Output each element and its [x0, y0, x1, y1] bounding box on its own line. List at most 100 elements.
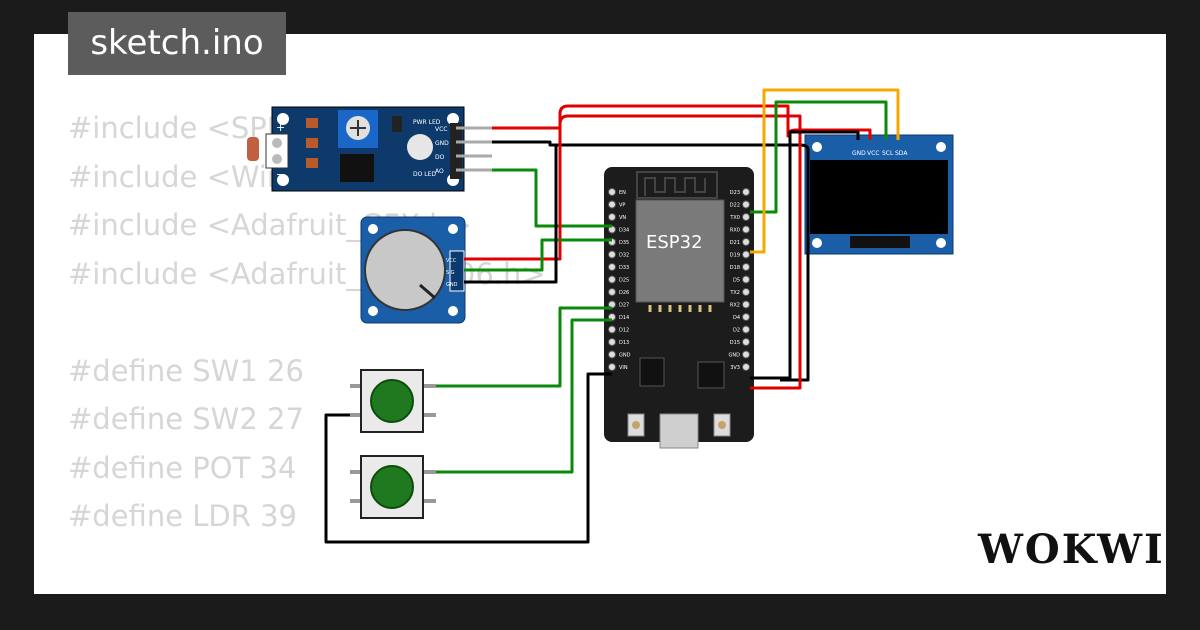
esp32-pin-label-d33: D33 — [619, 265, 629, 271]
esp32-pin-d15[interactable] — [742, 338, 750, 346]
esp32-pin-d19[interactable] — [742, 250, 750, 259]
ldr-header — [450, 123, 462, 179]
ldr-resistor — [306, 158, 318, 168]
trimmer-cross — [350, 120, 366, 136]
esp32-pin-d2[interactable] — [742, 325, 750, 334]
oled-pin-gnd: GND — [852, 150, 866, 157]
wokwi-logo: WOKWI — [978, 526, 1165, 573]
ldr-terminal-screw — [272, 154, 282, 164]
wire-sw1[interactable] — [436, 306, 612, 388]
esp32-pin-label-d12: D12 — [619, 328, 629, 334]
esp32-pin-vn[interactable] — [608, 213, 616, 221]
esp32-pin-tx2[interactable] — [742, 288, 750, 296]
esp32-pin-gnd[interactable] — [608, 350, 616, 359]
esp32-pin-en[interactable] — [608, 188, 616, 196]
esp32-pin-tx0[interactable] — [742, 213, 750, 221]
esp32-pin-label-d21: D21 — [730, 240, 740, 246]
esp32-pin-vp[interactable] — [608, 200, 616, 209]
esp32-pin-d33[interactable] — [608, 263, 616, 271]
en-button-cap — [718, 421, 726, 429]
esp32-pin-d12[interactable] — [608, 325, 616, 334]
ldr-mount-hole — [277, 174, 289, 186]
pot-knob-indicator — [419, 283, 436, 300]
oled-pin-vcc: VCC — [867, 150, 879, 157]
ldr-plus-label: + — [276, 121, 285, 134]
pot-pin-vcc: VCC — [446, 258, 457, 264]
esp32-pin-d4[interactable] — [742, 313, 750, 321]
esp32-board[interactable]: ESP32 ENVPVND34D35D32D33D25D26D27D14D12D… — [604, 167, 754, 449]
esp32-module-pads — [648, 305, 712, 312]
potentiometer-module[interactable]: VCC SIG GND — [360, 216, 466, 324]
ldr-minus-label: − — [276, 168, 285, 181]
esp32-pin-label-rx2: RX2 — [730, 303, 740, 309]
wires — [324, 88, 900, 544]
esp32-left-pin-header: ENVPVND34D35D32D33D25D26D27D14D12D13GNDV… — [608, 188, 631, 371]
oled-pin-scl: SCL — [882, 150, 894, 157]
ldr-resistor — [306, 138, 318, 148]
wire-ldr-vcc[interactable] — [492, 104, 872, 140]
esp32-pin-gnd[interactable] — [742, 350, 750, 359]
ldr-screw-terminal — [265, 133, 289, 169]
esp32-pin-d23[interactable] — [742, 188, 750, 196]
status-led — [407, 134, 433, 160]
esp32-pin-label-en: EN — [619, 190, 626, 196]
esp32-pin-d21[interactable] — [742, 238, 750, 246]
sw1-cap[interactable] — [370, 379, 414, 423]
esp32-pin-label-d4: D4 — [733, 315, 740, 321]
esp32-pin-label-d14: D14 — [619, 315, 629, 321]
micro-usb-port[interactable] — [659, 413, 699, 449]
esp32-pin-rx0[interactable] — [742, 225, 750, 234]
esp32-pin-d18[interactable] — [742, 263, 750, 271]
esp32-pin-label-gnd: GND — [729, 353, 741, 359]
esp32-right-pin-header: D23D22TX0RX0D21D19D18D5TX2RX2D4D2D15GND3… — [729, 188, 750, 371]
sw2-legs — [350, 470, 436, 503]
oled-ribbon — [850, 236, 910, 248]
ldr-pin-vcc: VCC — [435, 126, 447, 133]
esp32-pin-vin[interactable] — [608, 363, 616, 371]
boot-button-cap — [632, 421, 640, 429]
push-button-sw2[interactable] — [350, 455, 436, 519]
esp32-pin-label-d25: D25 — [619, 278, 629, 284]
oled-display[interactable]: GND VCC SCL SDA — [804, 134, 954, 255]
ldr-header-pins — [456, 126, 492, 172]
oled-mount-hole — [936, 142, 946, 152]
wire-ldr-ao[interactable] — [492, 168, 612, 228]
esp32-pin-d25[interactable] — [608, 275, 616, 284]
wire-oled-scl[interactable] — [750, 100, 888, 214]
wire-sw2[interactable] — [436, 318, 612, 474]
pot-mount-hole — [368, 306, 378, 316]
file-tab[interactable]: sketch.ino — [68, 12, 286, 75]
esp32-chip-label: ESP32 — [646, 232, 703, 253]
pot-mount-hole — [448, 306, 458, 316]
sw2-cap[interactable] — [370, 465, 414, 509]
wire-pot-gnd[interactable] — [464, 145, 558, 284]
wire-buttons-gnd[interactable] — [324, 372, 612, 544]
sw1-legs — [350, 384, 436, 417]
esp32-pin-label-d32: D32 — [619, 253, 629, 259]
esp32-pin-label-d18: D18 — [730, 265, 740, 271]
esp32-pin-d32[interactable] — [608, 250, 616, 259]
wire-pot-sig[interactable] — [464, 238, 612, 272]
comparator-ic — [340, 154, 374, 182]
push-button-sw1[interactable] — [350, 369, 436, 433]
pot-mount-hole — [368, 224, 378, 234]
esp32-pin-rx2[interactable] — [742, 300, 750, 309]
wire-oled-sda[interactable] — [750, 88, 900, 254]
pot-pin-gnd: GND — [446, 282, 458, 288]
wire-oled-gnd[interactable] — [750, 130, 860, 380]
wire-pot-vcc[interactable] — [464, 114, 802, 390]
esp32-pin-label-vp: VP — [619, 203, 625, 209]
esp32-pin-3v3[interactable] — [742, 363, 750, 371]
esp32-pin-label-d34: D34 — [619, 228, 629, 234]
esp32-pin-label-d22: D22 — [730, 203, 740, 209]
esp32-pin-d22[interactable] — [742, 200, 750, 209]
esp32-pin-d5[interactable] — [742, 275, 750, 284]
canvas-frame: #include <SPI.h> #include <Wire.h> #incl… — [34, 34, 1166, 594]
esp32-pin-d26[interactable] — [608, 288, 616, 296]
esp32-pin-d13[interactable] — [608, 338, 616, 346]
esp32-pin-label-vn: VN — [619, 215, 626, 221]
esp32-module-shield — [635, 199, 725, 303]
wire-ldr-gnd[interactable] — [492, 140, 810, 382]
esp32-pin-label-d15: D15 — [730, 340, 740, 346]
ldr-module[interactable]: PWR LED DO LED + − VCC GND DO AO — [247, 106, 492, 192]
